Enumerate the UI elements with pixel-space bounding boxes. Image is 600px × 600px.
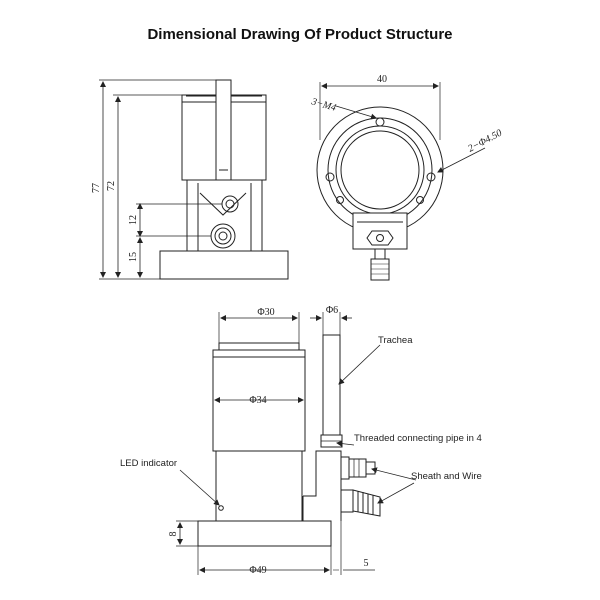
trachea-label: Trachea [378, 335, 413, 346]
top-view [316, 82, 444, 281]
threaded-connector [340, 456, 350, 480]
top-view-dimensions [321, 83, 486, 173]
front-view [176, 312, 381, 575]
dim-72-label: 72 [106, 181, 117, 191]
top-view-fitting [366, 230, 394, 246]
dim-40-label: 40 [377, 74, 387, 85]
mounting-hole-right [426, 172, 436, 182]
callout-3m4-label: 3−M4 [309, 96, 337, 114]
threaded-pipe-label: Threaded connecting pipe in 4 [354, 433, 482, 444]
mounting-hole-left [325, 172, 335, 182]
dim-8-label: 8 [168, 532, 179, 537]
dim-phi34-label: Φ34 [249, 395, 266, 406]
side-view-dimensions [100, 81, 143, 278]
sheath-nut [340, 489, 354, 513]
callout-2phi-label: 2−Φ4.50 [466, 128, 504, 155]
dim-12-label: 12 [128, 215, 139, 225]
dim-phi6-label: Φ6 [326, 305, 338, 316]
led-indicator-dot [218, 505, 224, 511]
side-view-base [159, 250, 289, 280]
dim-77-label: 77 [91, 183, 102, 193]
dim-phi49-label: Φ49 [249, 565, 266, 576]
front-view-base [197, 520, 332, 547]
side-view-tube [215, 79, 232, 181]
dim-phi30-label: Φ30 [257, 307, 274, 318]
dim-15-label: 15 [128, 252, 139, 262]
diagram-title: Dimensional Drawing Of Product Structure [147, 26, 453, 43]
dim-5-label: 5 [364, 558, 369, 569]
front-view-lower-body [215, 450, 303, 522]
sheath-wire-label: Sheath and Wire [411, 471, 482, 482]
front-view-dimensions [177, 315, 417, 573]
side-view-led [221, 195, 239, 213]
mounting-hole-top [375, 117, 385, 127]
front-view-tube [322, 334, 341, 436]
side-view [99, 79, 289, 280]
led-indicator-label: LED indicator [120, 458, 177, 469]
sheath-spring [352, 489, 381, 517]
top-view-stem [370, 258, 390, 281]
